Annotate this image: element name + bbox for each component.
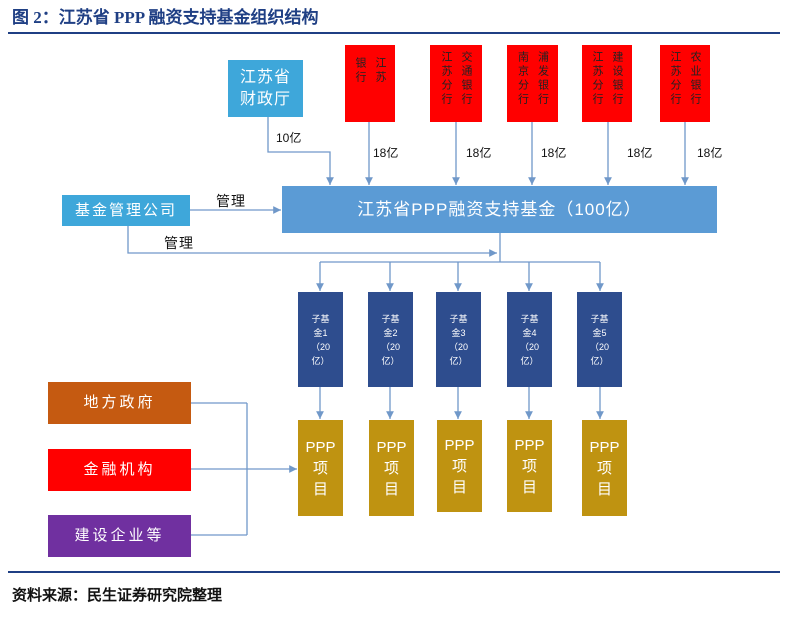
construction-enterprise-box: 建设企业等 <box>48 515 191 557</box>
manage-label-fund: 管理 <box>216 193 246 209</box>
bank-box-5: 农业银行江苏分行 <box>660 45 710 122</box>
local-government-box: 地方政府 <box>48 382 191 424</box>
finance-amount-label: 10亿 <box>276 131 302 145</box>
manager-box: 基金管理公司 <box>62 195 190 226</box>
ppp-project-box-2: PPP 项 目 <box>369 420 414 516</box>
fund-box: 江苏省PPP融资支持基金（100亿） <box>282 186 717 233</box>
connector-finance-to-fund <box>267 117 334 185</box>
sub-fund-box-1: 子基 金1 （20 亿） <box>298 292 343 387</box>
sub-fund-box-4: 子基 金4 （20 亿） <box>507 292 552 387</box>
bank-4-amount-label: 18亿 <box>627 146 653 160</box>
ppp-project-box-4: PPP 项 目 <box>507 420 552 512</box>
finance-department-box: 江苏省 财政厅 <box>228 60 303 117</box>
bank-box-4: 建设银行江苏分行 <box>582 45 632 122</box>
ppp-project-box-3: PPP 项 目 <box>437 420 482 512</box>
bank-box-1: 江苏银行 <box>345 45 395 122</box>
ppp-project-box-5: PPP 项 目 <box>582 420 627 516</box>
ppp-project-box-1: PPP 项 目 <box>298 420 343 516</box>
figure-title: 图 2：江苏省 PPP 融资支持基金组织结构 <box>12 8 319 27</box>
manage-label-subfunds: 管理 <box>164 235 194 251</box>
bank-5-amount-label: 18亿 <box>697 146 723 160</box>
sub-fund-box-3: 子基 金3 （20 亿） <box>436 292 481 387</box>
bank-3-amount-label: 18亿 <box>541 146 567 160</box>
bank-label: 建设银行江苏分行 <box>591 51 623 107</box>
bank-box-3: 浦发银行南京分行 <box>507 45 558 122</box>
bank-2-amount-label: 18亿 <box>466 146 492 160</box>
bank-label: 农业银行江苏分行 <box>669 51 701 107</box>
bank-label: 浦发银行南京分行 <box>516 51 549 107</box>
source-note: 资料来源：民生证券研究院整理 <box>12 588 223 604</box>
bank-1-amount-label: 18亿 <box>373 146 399 160</box>
title-rule <box>8 32 780 34</box>
bank-label: 江苏银行 <box>354 57 386 85</box>
bank-box-2: 交通银行江苏分行 <box>430 45 482 122</box>
sub-fund-box-5: 子基 金5 （20 亿） <box>577 292 622 387</box>
sub-fund-box-2: 子基 金2 （20 亿） <box>368 292 413 387</box>
bank-label: 交通银行江苏分行 <box>440 51 472 107</box>
financial-institution-box: 金融机构 <box>48 449 191 491</box>
source-rule <box>8 571 780 573</box>
